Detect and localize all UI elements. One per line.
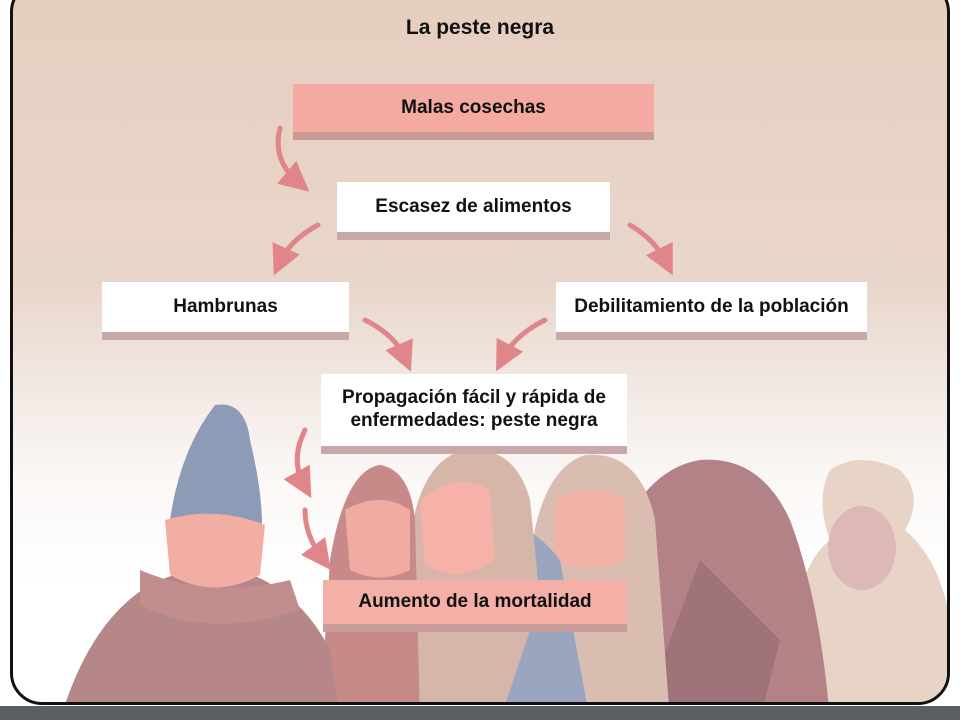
node-label: Malas cosechas	[401, 96, 546, 118]
node-label-line2: enfermedades: peste negra	[350, 410, 598, 431]
arrow-debilitamiento-propagacion	[496, 317, 548, 372]
node-label: Aumento de la mortalidad	[358, 590, 592, 612]
node-label: Hambrunas	[173, 295, 278, 317]
node-label: Escasez de alimentos	[375, 195, 572, 217]
node-label-line1: Propagación fácil y rápida de	[342, 387, 606, 409]
bottom-bar	[0, 706, 960, 720]
crowd-figures	[60, 404, 947, 702]
node-hambrunas: Hambrunas	[102, 282, 349, 340]
arrow-cosechas-escasez	[275, 125, 310, 192]
arrow-escasez-debilitamiento	[627, 222, 673, 276]
diagram-title: La peste negra	[405, 16, 555, 39]
arrow-escasez-hambrunas	[272, 222, 321, 276]
node-malas-cosechas: Malas cosechas	[293, 84, 654, 140]
arrow-propagacion-aumento-1	[283, 427, 312, 499]
node-escasez-alimentos: Escasez de alimentos	[337, 182, 610, 240]
node-debilitamiento: Debilitamiento de la población	[556, 282, 867, 340]
arrow-hambrunas-propagacion	[362, 317, 413, 372]
arrow-propagacion-aumento-2	[301, 507, 331, 571]
node-aumento-mortalidad: Aumento de la mortalidad	[323, 580, 627, 632]
node-propagacion: Propagación fácil y rápida de enfermedad…	[321, 374, 627, 454]
node-label: Debilitamiento de la población	[574, 295, 849, 317]
